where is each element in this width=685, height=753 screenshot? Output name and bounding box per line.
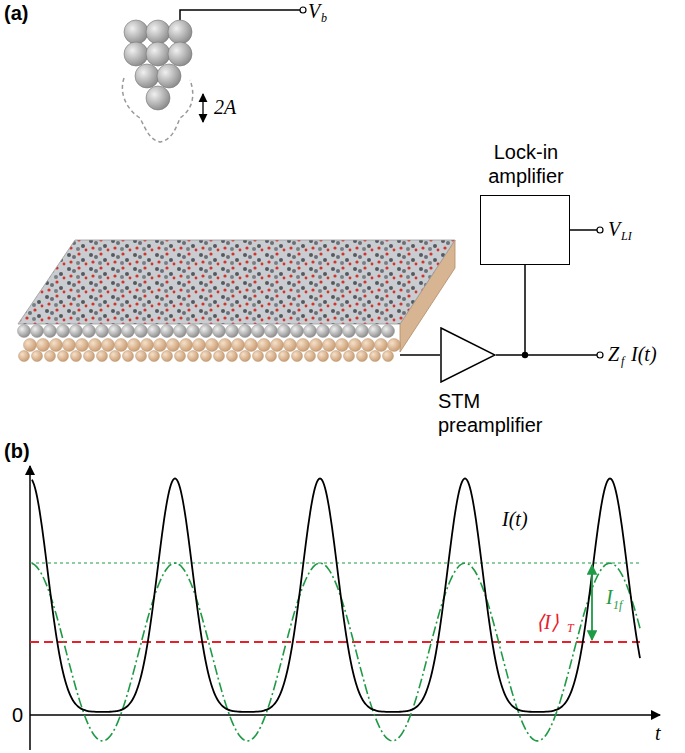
panel-label: (a) [4, 2, 28, 24]
signal-subscript: b [321, 11, 327, 25]
signal-name: V [608, 218, 620, 240]
signal-name: Z [608, 343, 619, 365]
stm-tip [124, 20, 192, 110]
curve-label: I(t) [502, 508, 528, 530]
lockin-output-wire [570, 227, 603, 233]
signal-subscript: LI [621, 229, 632, 243]
input-wire [400, 354, 440, 356]
panel-label: (b) [4, 440, 30, 462]
axis-label: t [655, 722, 661, 744]
lockin-box: Lock-in amplifier [480, 195, 570, 265]
sample-slab [18, 240, 456, 362]
curve-subscript: 1f [613, 598, 622, 612]
amplitude-label: 2A [214, 96, 236, 118]
amplitude-arrow [202, 94, 203, 122]
node-heading: STM preamplifier [438, 389, 568, 437]
signal-subscript: f [621, 354, 624, 368]
output-wire [522, 352, 603, 358]
signal-wire [496, 265, 525, 355]
bias-wire [180, 7, 306, 24]
curve-label: ⟨I⟩ [536, 611, 559, 633]
signal-name: I(t) [631, 343, 657, 365]
node-heading: Lock-in amplifier [461, 140, 591, 188]
preamp-triangle: STM preamplifier [440, 327, 496, 383]
triangle-outline [440, 327, 496, 383]
curve-label: I [606, 586, 613, 608]
signal-plot [30, 466, 660, 750]
signal-name: V [308, 0, 320, 22]
curve-subscript: T [567, 621, 574, 635]
axis-label: 0 [12, 704, 23, 726]
tip-oscillation-outline [122, 78, 192, 142]
